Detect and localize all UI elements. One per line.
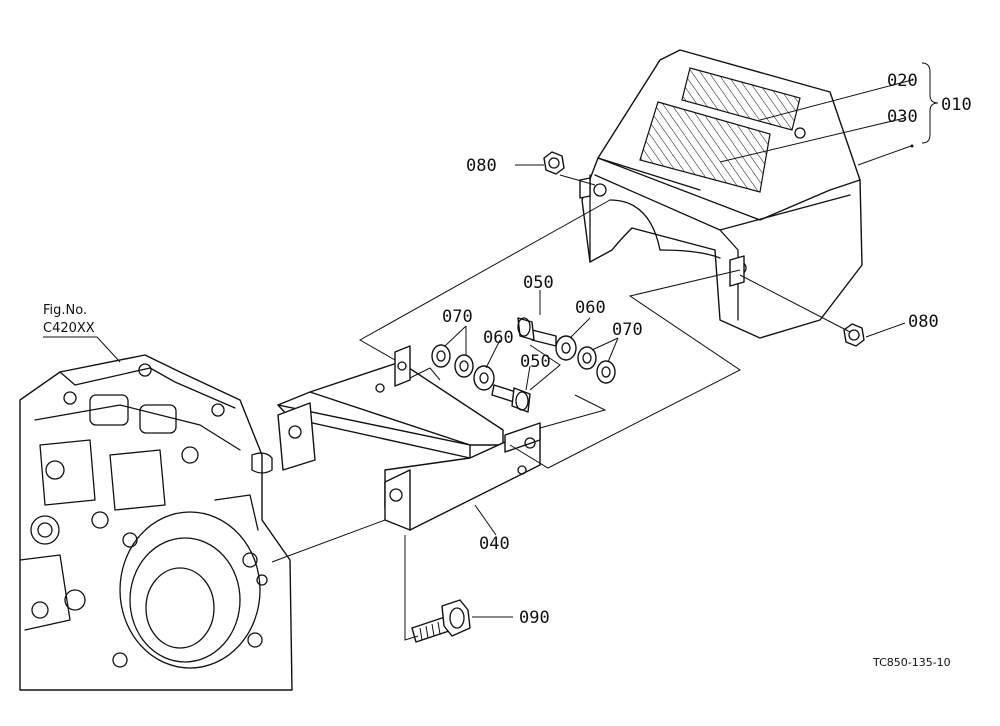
decal-030: [639, 101, 771, 193]
fig-no-value: C420XX: [43, 321, 95, 336]
label-080-lower: 080: [908, 312, 939, 332]
marker-dot: [910, 144, 914, 148]
washer-070-left-a: [431, 344, 451, 368]
washer-070-left-b: [454, 354, 474, 378]
washer-070-right-a: [577, 346, 597, 370]
label-050-lower: 050: [520, 352, 551, 372]
label-070-left: 070: [442, 307, 473, 327]
washer-070-right-b: [596, 360, 616, 384]
cover-010: [579, 49, 863, 339]
label-060-right: 060: [575, 298, 606, 318]
label-040: 040: [479, 534, 510, 554]
engine-block: [19, 354, 293, 691]
bolt-050-upper: [517, 317, 557, 347]
group-bracket-010: [921, 62, 939, 144]
fig-ref-leader: [43, 336, 121, 363]
leader-lines: [444, 79, 913, 618]
assembly-guide-lines: [271, 174, 851, 641]
label-010: 010: [941, 95, 972, 115]
label-080-upper: 080: [466, 156, 497, 176]
bracket-040: [277, 345, 541, 531]
bolt-090: [411, 599, 471, 643]
fig-no-label: Fig.No.: [43, 303, 87, 318]
label-020: 020: [887, 71, 918, 91]
drawing-code: TC850-135-10: [872, 656, 951, 669]
washer-060-left: [473, 365, 495, 391]
decal-020: [681, 67, 801, 131]
label-050-upper: 050: [523, 273, 554, 293]
label-060-left: 060: [483, 328, 514, 348]
washer-060-right: [555, 335, 577, 361]
label-070-right: 070: [612, 320, 643, 340]
nut-080-upper: [543, 151, 565, 175]
bolt-050-lower: [491, 384, 531, 413]
label-090: 090: [519, 608, 550, 628]
nut-080-lower: [843, 323, 865, 347]
label-030: 030: [887, 107, 918, 127]
